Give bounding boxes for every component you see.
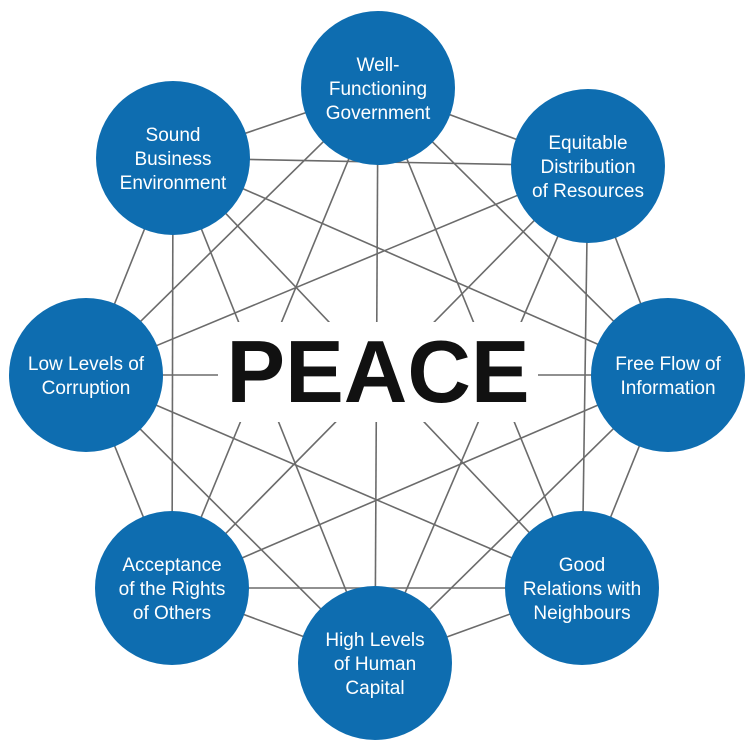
pillar-circle — [505, 511, 659, 665]
connection-line — [172, 157, 669, 376]
pillar-label-line: Good — [559, 555, 605, 576]
pillar-label-line: Sound — [146, 125, 201, 146]
pillar-label-line: of Human — [334, 654, 416, 675]
center-title: PEACE — [226, 322, 529, 421]
pillar-label-line: Government — [326, 103, 431, 124]
connection-line — [85, 165, 589, 376]
pillar-label-line: Well- — [357, 55, 400, 76]
pillar-circle — [9, 298, 163, 452]
pillar-circle — [298, 586, 452, 740]
pillar-label-line: Distribution — [540, 157, 635, 178]
pillar-label-line: Free Flow of — [615, 354, 721, 375]
pillar-label-line: Environment — [120, 173, 227, 194]
pillar-label-line: of the Rights — [119, 579, 226, 600]
pillar-label-line: Information — [620, 378, 715, 399]
pillar-node: Low Levels of Corruption — [9, 298, 163, 452]
pillar-circle — [591, 298, 745, 452]
pillar-node: Free Flow of Information — [591, 298, 745, 452]
pillar-label-line: Functioning — [329, 79, 427, 100]
pillar-label-line: Acceptance — [122, 555, 221, 576]
pillar-label-line: Corruption — [42, 378, 131, 399]
pillar-label-line: Capital — [345, 678, 404, 699]
title-backdrop — [218, 322, 538, 422]
connection-line — [85, 374, 583, 589]
pillar-label-line: of Resources — [532, 181, 644, 202]
connection-line — [171, 374, 669, 589]
pillar-circle — [96, 81, 250, 235]
pillar-label-line: of Others — [133, 603, 211, 624]
pillar-label-line: Relations with — [523, 579, 641, 600]
pillar-label-line: High Levels — [325, 630, 424, 651]
pillar-node: Acceptance of the Rights of Others — [95, 511, 249, 665]
pillar-label-line: Business — [134, 149, 211, 170]
pillar-circle — [511, 89, 665, 243]
pillar-nodes: Well-FunctioningGovernmentEquitableDistr… — [9, 11, 745, 740]
pillar-circle — [301, 11, 455, 165]
pillar-label-line: Equitable — [548, 133, 627, 154]
pillar-circle — [95, 511, 249, 665]
pillar-label-line: Neighbours — [533, 603, 630, 624]
pillar-label-line: Low Levels of — [28, 354, 145, 375]
